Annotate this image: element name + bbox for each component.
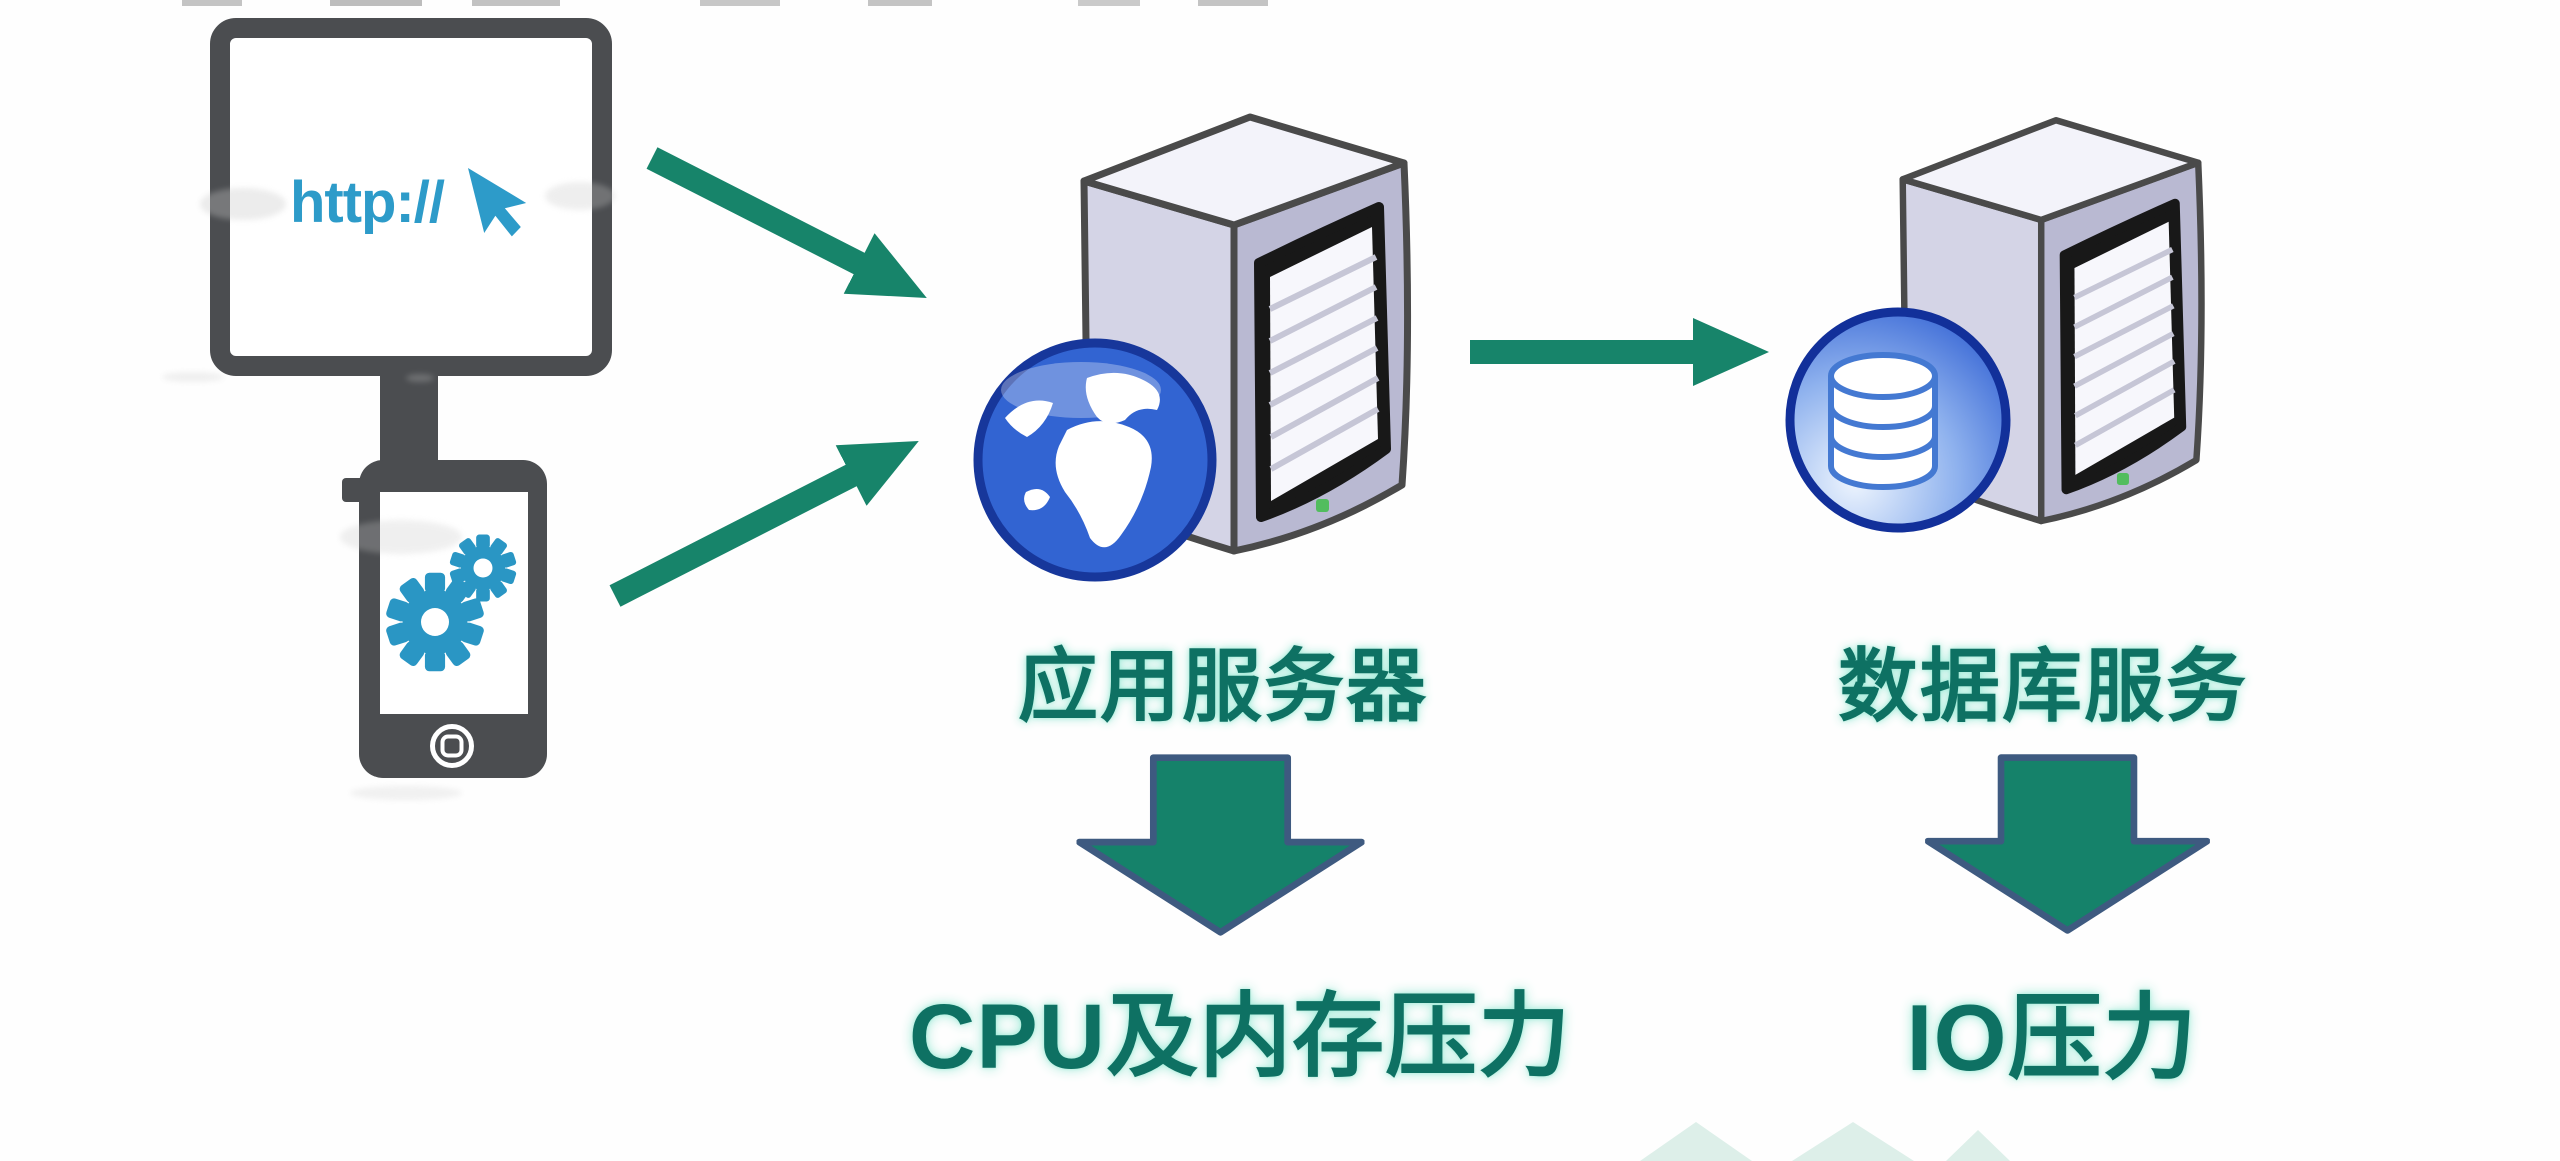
watermark-smudge (545, 182, 615, 210)
watermark-smudge (162, 372, 224, 382)
watermark-smudge (200, 188, 286, 220)
watermark-teal-shape (1640, 1122, 1752, 1161)
watermark-smudge (350, 786, 462, 800)
arrow-monitor-to-appserver (646, 147, 927, 298)
mouse-cursor-icon (468, 168, 527, 237)
arrow-phone-to-appserver (609, 441, 919, 607)
crop-fragment (182, 0, 242, 6)
monitor-stand (380, 366, 438, 478)
home-button-icon (430, 724, 474, 768)
io-pressure-label: IO压力 (1906, 985, 2198, 1090)
watermark-teal-shape (1946, 1130, 2010, 1161)
desktop-monitor-icon: http:// (210, 18, 612, 502)
crop-fragment (472, 0, 560, 6)
globe-icon (969, 334, 1221, 586)
app-server-label: 应用服务器 (1018, 642, 1428, 731)
db-server-label: 数据库服务 (1838, 642, 2248, 731)
crop-fragment (700, 0, 780, 6)
crop-fragment (868, 0, 932, 6)
smartphone-icon (359, 460, 547, 778)
crop-fragment (330, 0, 422, 6)
watermark-smudge (340, 520, 462, 554)
arrow-appserver-to-dbserver (1470, 318, 1769, 386)
watermark-smudge (406, 374, 434, 382)
down-arrow-icon-db (1922, 750, 2213, 938)
database-cylinder-icon (1780, 302, 2016, 538)
watermark-teal-shape (1792, 1122, 1914, 1161)
down-arrow-icon-app (1073, 750, 1368, 940)
crop-fragment (1198, 0, 1268, 6)
crop-fragment (1078, 0, 1140, 6)
browser-url-text: http:// (290, 170, 445, 235)
cpu-memory-pressure-label: CPU及内存压力 (908, 986, 1572, 1088)
